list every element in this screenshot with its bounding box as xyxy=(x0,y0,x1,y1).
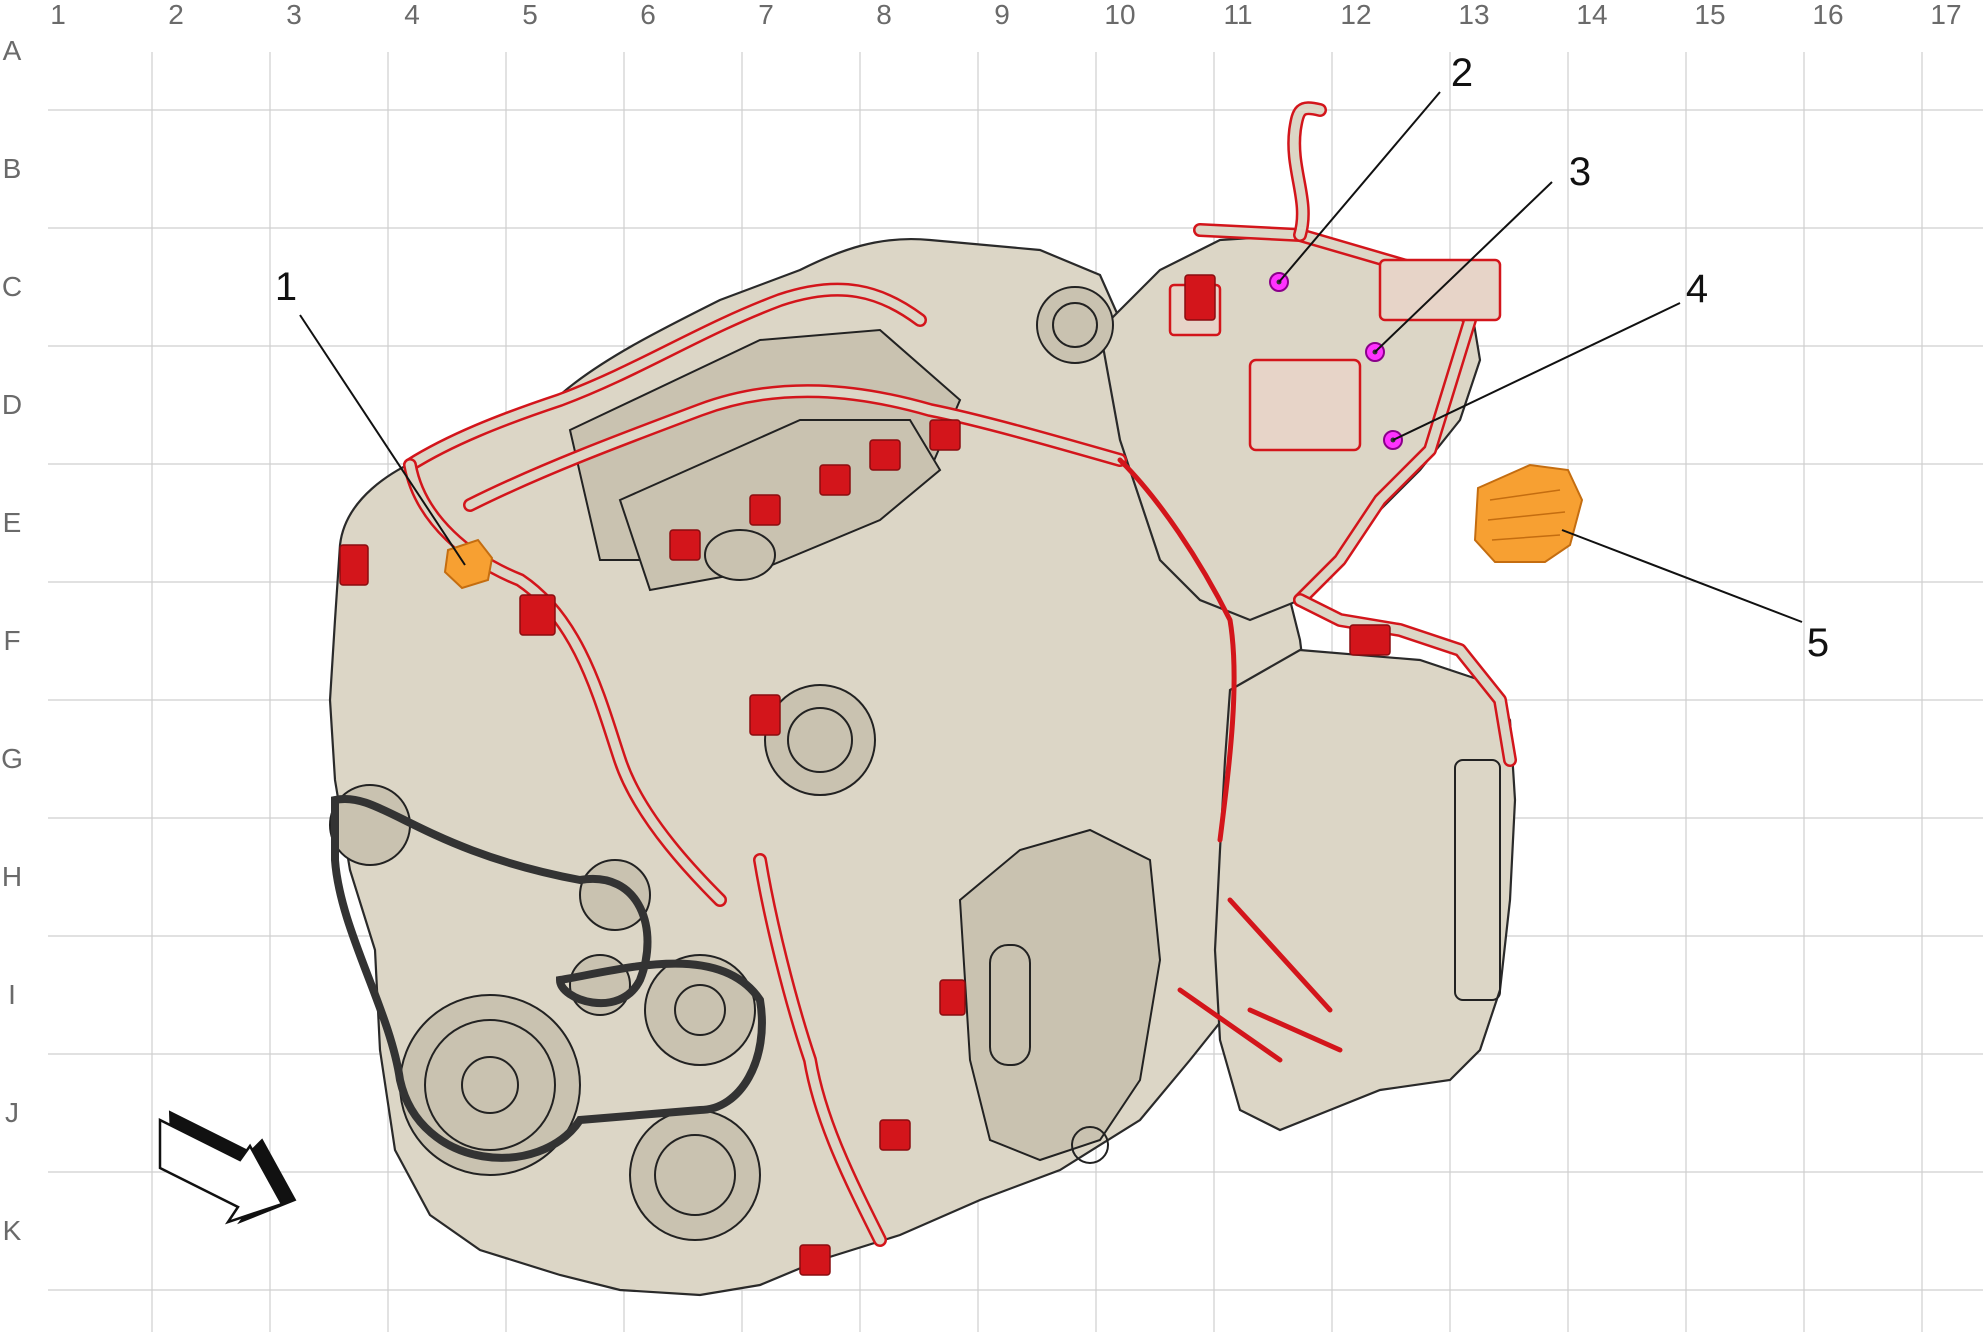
leader-line-2 xyxy=(1278,91,1441,283)
grid-row-label: A xyxy=(3,35,22,66)
grid-column-label: 16 xyxy=(1812,0,1843,30)
ac-compressor-clutch xyxy=(654,1134,736,1216)
callout-2: 2 xyxy=(1451,51,1473,95)
view-arrow-face xyxy=(158,1117,284,1225)
harness-connector xyxy=(1184,274,1216,321)
grid-column-label: 13 xyxy=(1458,0,1489,30)
grid-row-label: G xyxy=(1,743,23,774)
leader-line-1 xyxy=(299,314,466,566)
grid-row-label: C xyxy=(2,271,22,302)
transmission-housing xyxy=(1213,648,1517,1132)
alternator-hub xyxy=(674,984,726,1036)
harness-connector xyxy=(339,544,369,586)
grid-column-label: 4 xyxy=(404,0,420,30)
callout-3: 3 xyxy=(1569,150,1591,194)
grid-column-label: 14 xyxy=(1576,0,1607,30)
harness-connector xyxy=(669,529,701,561)
harness-top-lead-core xyxy=(1289,103,1325,240)
harness-front-drop-core xyxy=(405,460,725,905)
grid-column-label: 12 xyxy=(1340,0,1371,30)
grid-row-label: H xyxy=(2,861,22,892)
harness-branch-right-2 xyxy=(1177,897,1343,1063)
highlighted-connector-5-detail xyxy=(1487,489,1566,541)
fuse-relay-block xyxy=(1248,358,1362,452)
crankshaft-pulley-inner xyxy=(424,1019,556,1151)
harness-connector xyxy=(869,439,901,471)
callout-1: 1 xyxy=(275,265,297,309)
alternator-pulley xyxy=(644,954,756,1066)
grid-column-label: 5 xyxy=(522,0,538,30)
idler-pulley xyxy=(579,859,651,931)
grid-column-label: 7 xyxy=(758,0,774,30)
grid-column-label: 2 xyxy=(168,0,184,30)
grid-column-label: 3 xyxy=(286,0,302,30)
harness-branch-right-1 xyxy=(1117,457,1237,843)
exhaust-mount-hole xyxy=(1071,1126,1109,1164)
harness-connector xyxy=(939,979,966,1016)
grid-column-label: 17 xyxy=(1930,0,1961,30)
serpentine-belt xyxy=(331,794,766,1162)
grid-row-label: D xyxy=(2,389,22,420)
harness-connector xyxy=(749,694,781,736)
harness-to-transmission-core xyxy=(1295,595,1515,765)
highlighted-connector-5 xyxy=(1473,463,1584,563)
grid-row-label: K xyxy=(3,1215,22,1246)
harness-lower-front-core xyxy=(755,855,885,1245)
harness-injector-run-core xyxy=(465,386,1125,510)
row-labels: ABCDEFGHIJKL xyxy=(1,35,23,1337)
leader-line-5 xyxy=(1561,529,1803,623)
harness-connector xyxy=(799,1244,831,1276)
grid-column-label: 9 xyxy=(994,0,1010,30)
turbocharger xyxy=(764,684,876,796)
grid-row-label: J xyxy=(5,1097,19,1128)
oil-level-tube xyxy=(989,944,1031,1066)
grid-row-label: F xyxy=(3,625,20,656)
harness-trunk-upper-core xyxy=(1195,225,1475,605)
ac-compressor xyxy=(629,1109,761,1241)
crankshaft-hub xyxy=(461,1056,519,1114)
harness-connector xyxy=(749,494,781,526)
grid-column-label: 8 xyxy=(876,0,892,30)
turbo-inlet xyxy=(787,707,853,773)
leader-line-4 xyxy=(1392,302,1681,441)
callout-5: 5 xyxy=(1807,621,1829,665)
callout-numbers: 1 2 3 4 5 xyxy=(275,51,1829,665)
callout-4: 4 xyxy=(1686,267,1708,311)
grid-row-label: B xyxy=(3,153,22,184)
harness-connector xyxy=(929,419,961,451)
grid-column-label: 10 xyxy=(1104,0,1135,30)
throttle-bore xyxy=(1052,302,1098,348)
wiring-harness xyxy=(339,101,1517,1276)
grid-column-label: 6 xyxy=(640,0,656,30)
harness-connector xyxy=(819,464,851,496)
grid-column-label: 1 xyxy=(50,0,66,30)
callout-leader-lines xyxy=(299,91,1803,623)
leader-line-3 xyxy=(1374,181,1553,353)
grid-row-label: E xyxy=(3,507,22,538)
harness-main-across-head-core xyxy=(405,285,925,470)
oil-filler-cap xyxy=(704,529,776,581)
harness-connector xyxy=(519,594,556,636)
harness-connector xyxy=(1349,624,1391,656)
exhaust-heat-shield xyxy=(958,828,1162,1162)
highlighted-components xyxy=(443,463,1584,590)
transmission-cover-panel xyxy=(1454,759,1501,1001)
grid-column-label: 15 xyxy=(1694,0,1725,30)
throttle-body xyxy=(1036,286,1114,364)
harness-connector xyxy=(879,1119,911,1151)
view-direction-arrow-icon xyxy=(158,1110,297,1225)
grid-column-label: 11 xyxy=(1223,0,1252,30)
grid-row-label: I xyxy=(8,979,16,1010)
